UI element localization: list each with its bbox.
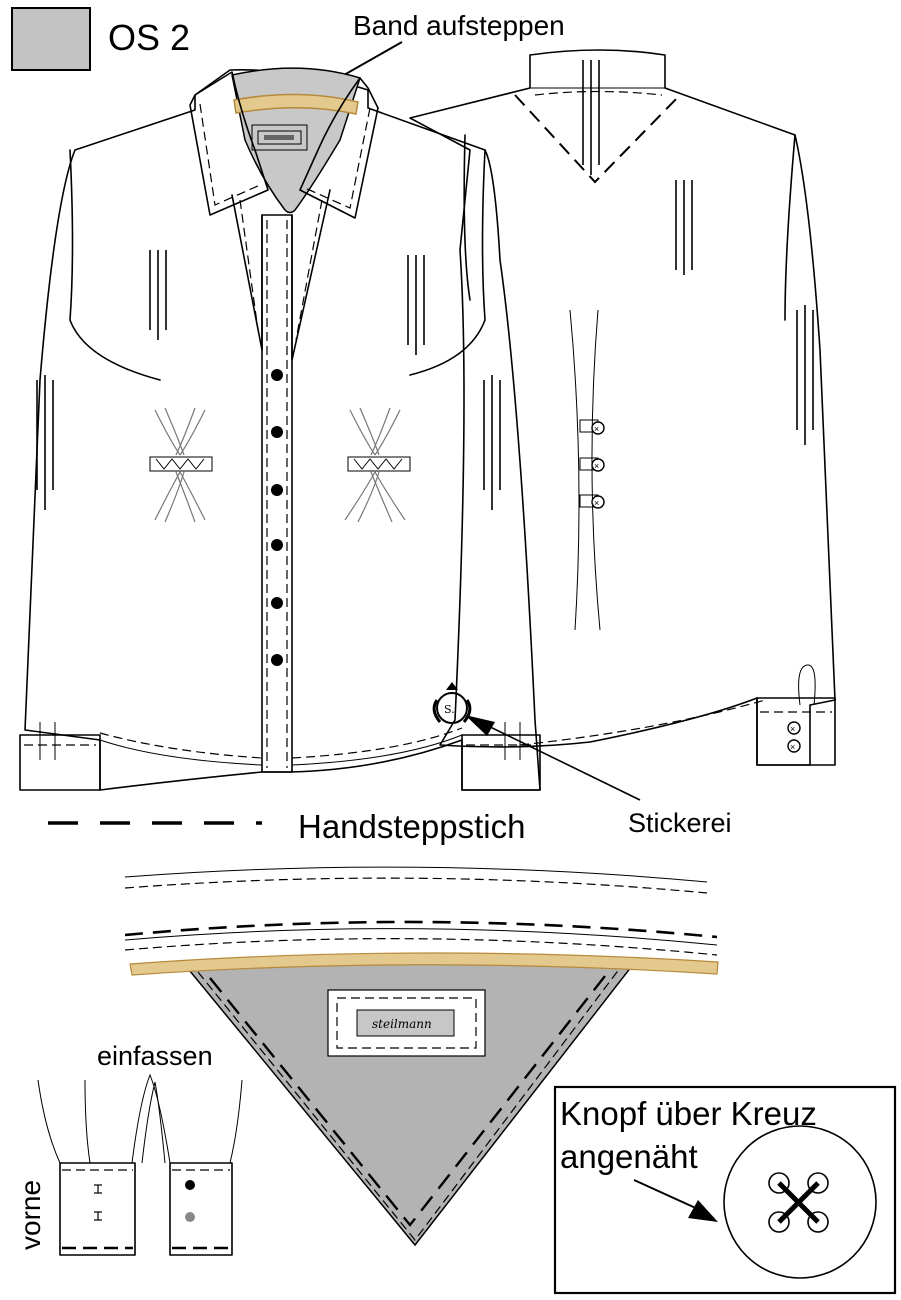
embroidery-crest: S. [432, 682, 472, 724]
front-button [271, 426, 283, 438]
back-button: × [591, 421, 605, 435]
cuff-button: × [787, 721, 801, 735]
shirt-front: S. [19, 67, 541, 791]
cuff-detail-button [185, 1180, 195, 1190]
band-label: Band aufsteppen [353, 10, 565, 41]
collar-band-detail [129, 952, 719, 976]
front-placket [261, 214, 293, 773]
back-button: × [591, 495, 605, 509]
embroidery-label: Stickerei [628, 808, 732, 838]
cuff-button: × [787, 739, 801, 753]
back-body-outline [409, 49, 836, 766]
svg-text:×: × [594, 424, 599, 434]
collar-band [233, 93, 359, 115]
size-swatch [11, 7, 91, 71]
front-button [271, 597, 283, 609]
back-button: × [591, 458, 605, 472]
cross-stitch [777, 1181, 820, 1224]
embroidery-arrow-line [479, 721, 641, 801]
svg-text:×: × [594, 498, 599, 508]
button-detail-box: Knopf über Kreuz angenäht [553, 1085, 897, 1295]
collar-right [299, 77, 379, 219]
size-label: OS 2 [108, 17, 190, 58]
embroidery-arrow-head [465, 715, 495, 736]
front-button [271, 539, 283, 551]
shirt-back: × × × × × [409, 49, 836, 766]
gathering-right [344, 407, 411, 523]
collar-left [189, 71, 269, 216]
front-label: vorne [15, 1180, 46, 1250]
gathering-left [149, 407, 213, 523]
button-arrow-head [688, 1200, 718, 1222]
svg-text:×: × [790, 724, 795, 734]
binding-label: einfassen [97, 1041, 213, 1071]
svg-text:×: × [790, 742, 795, 752]
button-label-line1: Knopf über Kreuz [560, 1095, 817, 1132]
hand-stitch-label: Handsteppstich [298, 808, 525, 845]
front-button [271, 654, 283, 666]
brand-tag-text: steilmann [372, 1017, 432, 1031]
cuff-detail [37, 1073, 243, 1256]
button-label-line2: angenäht [560, 1138, 698, 1175]
front-button [271, 484, 283, 496]
cuff-detail-button [185, 1212, 195, 1222]
collar-detail: steilmann [124, 866, 719, 1247]
monogram-text: S. [444, 703, 455, 716]
svg-text:×: × [594, 461, 599, 471]
front-button [271, 369, 283, 381]
